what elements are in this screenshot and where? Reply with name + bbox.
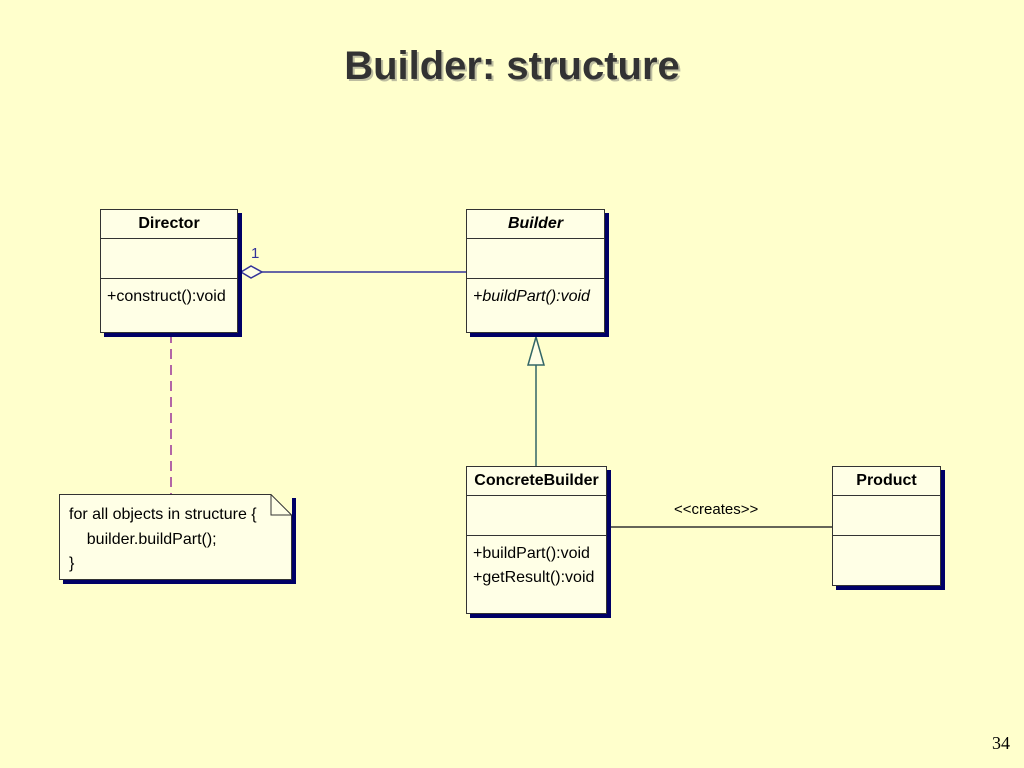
concrete-builder-operations: +buildPart():void +getResult():void [467,536,606,590]
product-class-name: Product [833,467,940,496]
director-operation: +construct():void [107,288,226,305]
note-line: } [69,555,75,572]
concrete-builder-class[interactable]: ConcreteBuilder +buildPart():void +getRe… [466,466,607,614]
director-class-name: Director [101,210,237,239]
builder-class[interactable]: Builder +buildPart():void [466,209,605,333]
product-class[interactable]: Product [832,466,941,586]
note-line: builder.buildPart(); [69,531,217,548]
product-attributes [833,496,940,536]
concrete-builder-operation: +buildPart():void [473,545,590,562]
aggregation-diamond [239,265,264,279]
concrete-builder-attributes [467,496,606,536]
director-attributes [101,239,237,279]
builder-operations: +buildPart():void [467,279,604,309]
note-line: for all objects in structure { [69,506,257,523]
note-shape [59,494,292,580]
builder-operation: +buildPart():void [473,288,590,305]
concrete-builder-class-name: ConcreteBuilder [467,467,606,496]
page-number: 34 [992,733,1010,753]
director-operations: +construct():void [101,279,237,309]
aggregation-multiplicity: 1 [251,245,260,262]
slide-title: Builder: structure [344,44,680,88]
director-class[interactable]: Director +construct():void [100,209,238,333]
note-box[interactable]: for all objects in structure { builder.b… [59,494,292,580]
creates-stereotype-label: <<creates>> [674,501,759,518]
concrete-builder-operation: +getResult():void [473,569,595,586]
generalization-arrowhead [527,334,545,366]
builder-class-name: Builder [467,210,604,239]
builder-attributes [467,239,604,279]
